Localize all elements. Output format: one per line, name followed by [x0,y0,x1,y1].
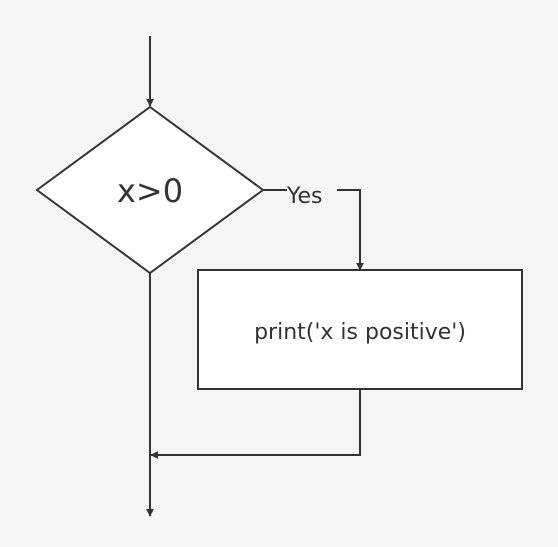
yes-connector-right [337,189,364,271]
decision-label: x>0 [117,172,183,210]
yes-branch-label: Yes [286,184,323,209]
process-box [197,269,523,390]
process-label: print('x is positive') [254,320,466,345]
return-connector [150,389,361,459]
